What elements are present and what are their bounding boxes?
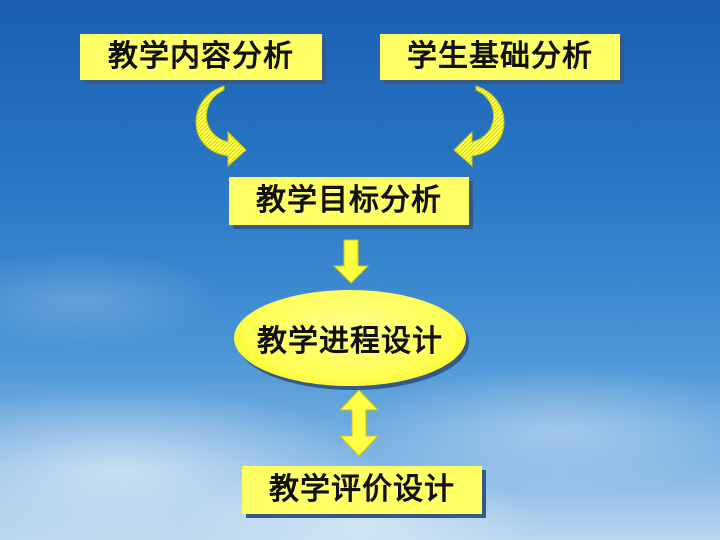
double-arrow-icon bbox=[338, 389, 380, 457]
node-evaluation-design: 教学评价设计 bbox=[242, 466, 482, 514]
down-arrow-icon bbox=[332, 239, 370, 284]
node-goal-analysis: 教学目标分析 bbox=[229, 177, 469, 225]
node-content-analysis: 教学内容分析 bbox=[80, 34, 322, 80]
node-process-design: 教学进程设计 bbox=[234, 290, 466, 386]
curved-arrow-left-icon bbox=[195, 85, 247, 168]
curved-arrow-right-icon bbox=[453, 85, 505, 168]
node-student-analysis: 学生基础分析 bbox=[380, 34, 620, 80]
